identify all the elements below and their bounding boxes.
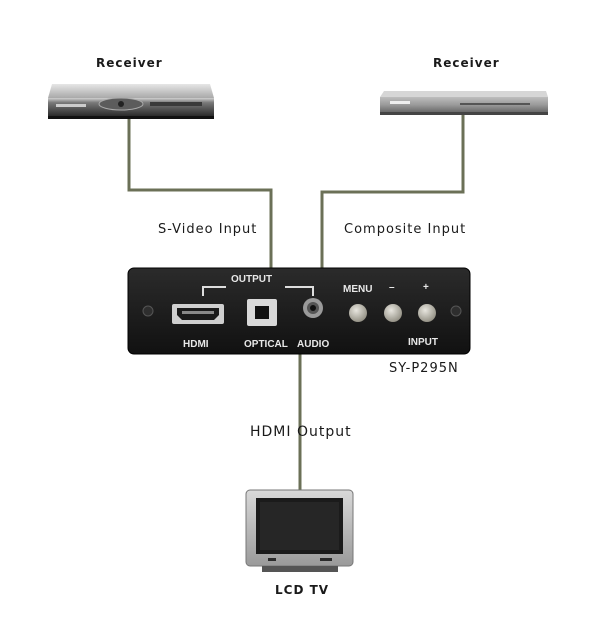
- model-label: SY-P295N: [389, 361, 459, 376]
- hdmi-output-label: HDMI Output: [250, 424, 352, 440]
- composite-input-label: Composite Input: [344, 222, 467, 237]
- button-label-plus: +: [423, 282, 429, 293]
- cable-composite: [320, 114, 465, 268]
- port-label-audio: AUDIO: [297, 339, 330, 350]
- button-label-menu: MENU: [343, 284, 373, 295]
- lcd-tv-device: [245, 489, 354, 572]
- port-label-hdmi: HDMI: [183, 339, 209, 350]
- svideo-input-label: S-Video Input: [158, 222, 258, 237]
- receiver-right-device: [380, 91, 548, 115]
- lcd-tv-title: LCD TV: [275, 583, 330, 597]
- receiver-right-title: Receiver: [433, 56, 500, 70]
- output-label: OUTPUT: [231, 274, 273, 285]
- converter-box: [127, 267, 471, 355]
- input-label: INPUT: [408, 337, 438, 348]
- receiver-left-device: [48, 84, 214, 119]
- receiver-left-title: Receiver: [96, 56, 163, 70]
- port-label-optical: OPTICAL: [244, 339, 288, 350]
- button-label-minus: –: [389, 282, 395, 293]
- cable-svideo: [127, 118, 273, 268]
